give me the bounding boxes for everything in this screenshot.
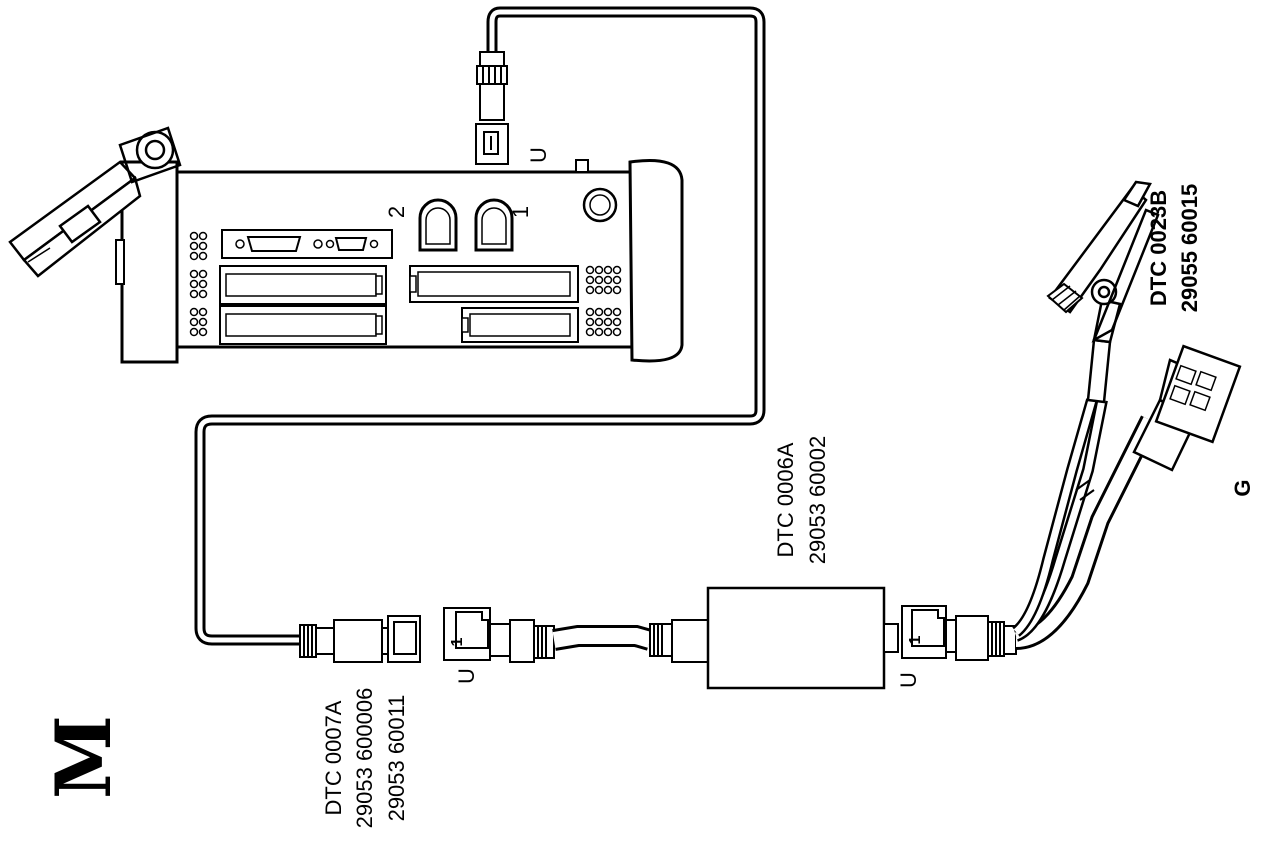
main-cable bbox=[194, 6, 766, 646]
connector-u-right-label: U bbox=[896, 672, 921, 688]
battery-cable-branches bbox=[1011, 398, 1159, 650]
upper-connector-u-label: U bbox=[526, 147, 551, 163]
adapter-cable-part-no-2: 29053 60011 bbox=[384, 695, 409, 822]
interface-box-part-no: 29053 60002 bbox=[805, 436, 830, 564]
interface-input-connector bbox=[649, 619, 709, 663]
vent-grid-left bbox=[189, 231, 208, 337]
adapter-cable-connector bbox=[299, 615, 421, 663]
interface-box bbox=[706, 586, 886, 690]
port-1-label: 1 bbox=[508, 206, 533, 218]
carrying-strap bbox=[8, 126, 182, 278]
label-interface-box: DTC 0006A 29053 60002 bbox=[773, 436, 830, 564]
upper-connector bbox=[475, 51, 509, 165]
label-battery-cable: DTC 0023B 29055 60015 bbox=[1146, 184, 1202, 312]
figure-letter: M bbox=[39, 715, 128, 799]
connector-u-middle-label: U bbox=[454, 668, 479, 684]
port-2-label: 2 bbox=[384, 206, 409, 218]
interface-box-code: DTC 0006A bbox=[773, 442, 798, 557]
connector-u-middle bbox=[443, 607, 555, 663]
connector-u-middle-number: 1 bbox=[449, 637, 466, 646]
plug-g-label: G bbox=[1230, 479, 1255, 496]
adapter-cable-code: DTC 0007A bbox=[321, 700, 346, 815]
adapter-cable-part-no-1: 29053 600006 bbox=[352, 688, 377, 829]
interface-output-stub bbox=[883, 623, 899, 653]
battery-clamp bbox=[1046, 180, 1160, 404]
connector-u-right-number: 1 bbox=[907, 635, 924, 644]
vent-grid-right bbox=[585, 265, 622, 337]
battery-cable-part-no: 29055 60015 bbox=[1177, 184, 1202, 312]
label-adapter-cable: DTC 0007A 29053 600006 29053 60011 bbox=[321, 688, 409, 829]
connector-u-right bbox=[901, 605, 1017, 661]
scan-tool-device bbox=[115, 158, 684, 364]
cable-segment-to-interface bbox=[552, 625, 654, 651]
plug-g bbox=[1132, 344, 1242, 472]
battery-cable-code: DTC 0023B bbox=[1146, 190, 1171, 306]
